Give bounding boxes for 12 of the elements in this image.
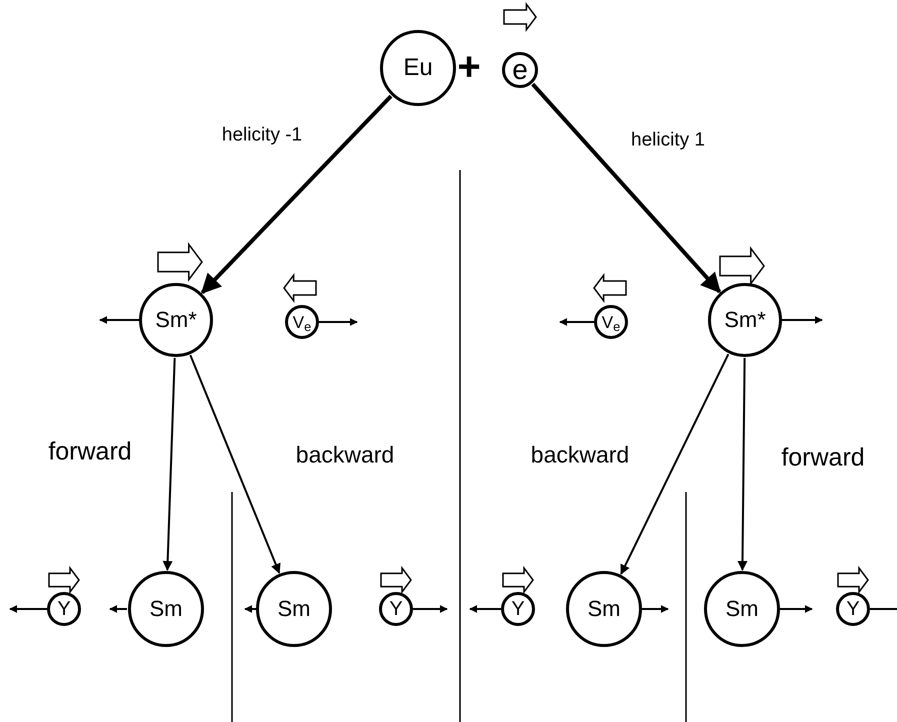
arrow xyxy=(189,354,280,574)
arrow xyxy=(531,82,722,294)
arrow xyxy=(738,358,748,571)
edge-label: forward xyxy=(48,440,132,464)
edge-label: helicity -1 xyxy=(222,126,302,144)
edge-label: backward xyxy=(530,444,630,466)
arrow xyxy=(162,358,176,572)
plus-sign: + xyxy=(457,47,481,87)
edge-label: helicity 1 xyxy=(631,130,705,150)
arrow xyxy=(200,94,392,294)
edge-label: backward xyxy=(296,444,394,466)
edge-label: forward xyxy=(781,446,865,470)
